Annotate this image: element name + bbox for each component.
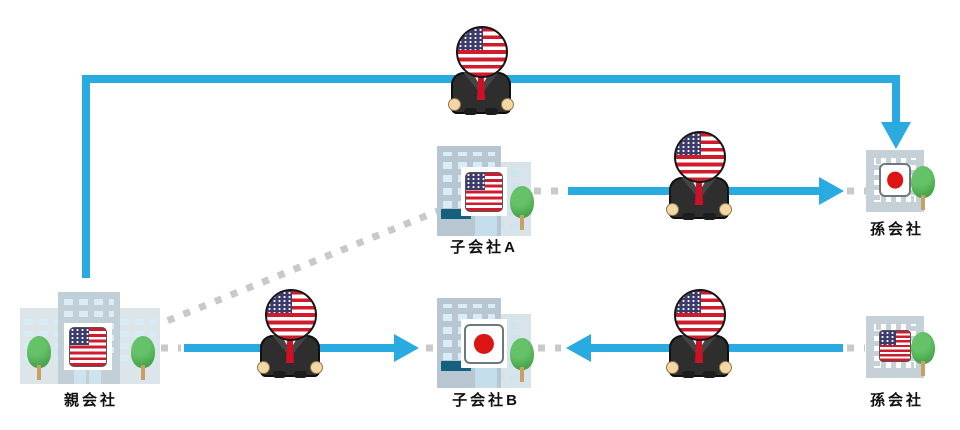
hand	[501, 98, 514, 111]
flag-card	[879, 163, 911, 197]
building-sign-band	[441, 209, 471, 219]
japan-flag-icon	[464, 323, 504, 364]
us-flag-head-icon	[674, 289, 726, 341]
hand	[448, 98, 461, 111]
us-flag-head-icon	[456, 26, 508, 78]
flag-card	[64, 323, 112, 370]
dotted-link-parent-to-subsidiary-a	[150, 207, 440, 331]
grandchild-top-building	[866, 150, 935, 216]
suit-torso	[448, 72, 514, 115]
grandchild-top-label: 孫会社	[869, 221, 924, 238]
building-base	[866, 316, 924, 378]
flag-card	[879, 330, 911, 362]
us-flag-icon	[879, 330, 911, 362]
japan-flag-sun	[473, 333, 495, 354]
tree-icon	[130, 336, 156, 380]
tree-icon	[509, 186, 535, 230]
hand	[666, 361, 679, 374]
hand	[310, 361, 323, 374]
us-flag-head-icon	[674, 131, 726, 183]
us-flag-head-icon	[265, 289, 317, 341]
person-bottom-right-us-businessman	[666, 289, 733, 379]
grandchild-bottom-building	[866, 316, 935, 382]
tree-icon	[910, 166, 936, 210]
hand	[666, 203, 679, 216]
subsidiary-a-building	[435, 146, 535, 236]
us-flag-icon	[465, 171, 503, 212]
grandchild-bottom-label: 孫会社	[869, 392, 924, 409]
person-bottom-left-us-businessman	[257, 289, 324, 379]
flag-card	[461, 319, 507, 368]
tree-icon	[26, 336, 52, 380]
building-sign-band	[441, 361, 471, 371]
suit-torso	[666, 177, 732, 220]
parent-company-building	[18, 292, 166, 384]
flag-card	[461, 167, 507, 216]
person-middle-us-businessman	[666, 131, 733, 221]
tree-icon	[509, 338, 535, 382]
suit-torso	[666, 335, 732, 378]
parent-company-label: 親会社	[63, 392, 118, 409]
japan-flag-icon	[879, 163, 911, 197]
red-tie	[286, 335, 294, 363]
japan-flag-sun	[887, 171, 903, 189]
hand	[257, 361, 270, 374]
subsidiary-b-building	[435, 298, 535, 388]
us-flag-canton	[70, 327, 89, 345]
us-flag-canton	[466, 172, 485, 190]
building-base	[866, 150, 924, 212]
us-flag-icon	[69, 326, 107, 367]
subsidiary-b-label: 子会社B	[452, 392, 520, 409]
us-flag-canton	[880, 331, 896, 345]
red-tie	[477, 72, 485, 100]
tree-icon	[910, 332, 936, 376]
suit-torso	[257, 335, 323, 378]
subsidiary-a-label: 子会社A	[450, 239, 518, 256]
hand	[719, 203, 732, 216]
red-tie	[695, 335, 703, 363]
person-top-us-businessman	[448, 26, 515, 116]
red-tie	[695, 177, 703, 205]
hand	[719, 361, 732, 374]
